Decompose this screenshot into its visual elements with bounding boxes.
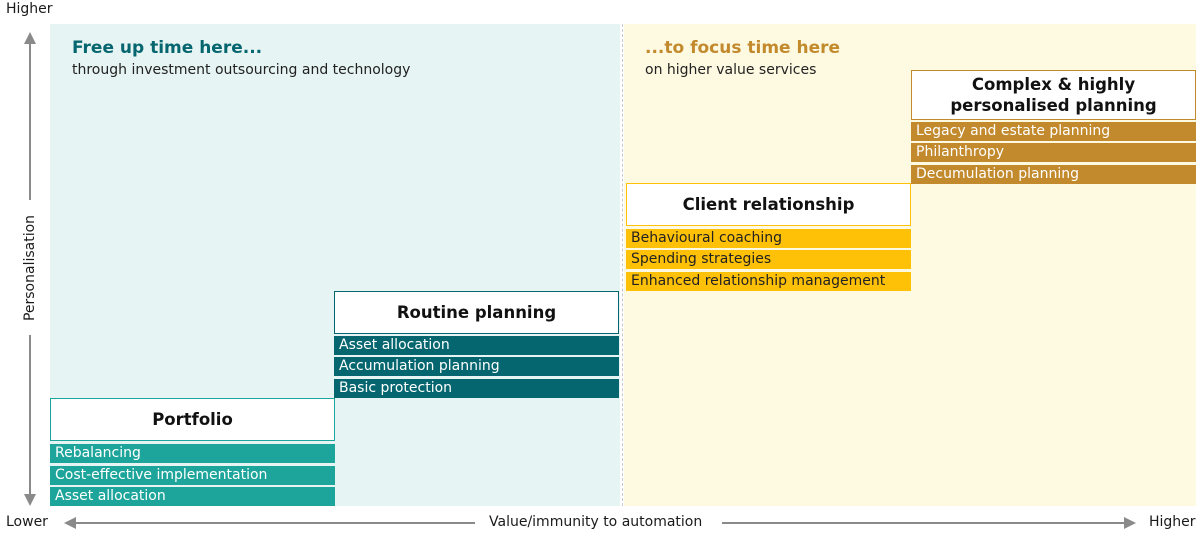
client-relationship-item: Enhanced relationship management	[626, 272, 911, 291]
panel-divider	[622, 24, 623, 506]
complex-planning-title-line1: Complex & highly	[971, 75, 1136, 94]
y-axis-label: Personalisation	[22, 214, 38, 322]
routine-planning-item: Basic protection	[334, 379, 619, 398]
routine-planning-item: Asset allocation	[334, 336, 619, 355]
routine-planning-title: Routine planning	[396, 303, 557, 322]
left-panel-subheading: through investment outsourcing and techn…	[72, 62, 411, 78]
routine-planning-header: Routine planning	[334, 291, 619, 334]
x-axis-left-label: Lower	[6, 514, 48, 530]
y-axis-arrow	[24, 32, 36, 506]
portfolio-item: Asset allocation	[50, 487, 335, 506]
portfolio-item: Rebalancing	[50, 444, 335, 463]
client-relationship-item: Spending strategies	[626, 250, 911, 269]
complex-planning-header: Complex & highly personalised planning	[911, 70, 1196, 120]
client-relationship-title: Client relationship	[682, 195, 855, 214]
portfolio-header: Portfolio	[50, 398, 335, 441]
left-panel-heading: Free up time here...	[72, 38, 263, 58]
complex-planning-item: Legacy and estate planning	[911, 122, 1196, 141]
portfolio-item: Cost-effective implementation	[50, 466, 335, 485]
complex-planning-title-line2: personalised planning	[950, 96, 1157, 115]
complex-planning-item: Decumulation planning	[911, 165, 1196, 184]
complex-planning-item: Philanthropy	[911, 143, 1196, 162]
y-axis-top-label: Higher	[6, 1, 53, 17]
x-axis-right-label: Higher	[1149, 514, 1196, 530]
x-axis-label: Value/immunity to automation	[489, 514, 703, 530]
portfolio-title: Portfolio	[152, 410, 233, 429]
client-relationship-item: Behavioural coaching	[626, 229, 911, 248]
x-axis-arrow	[64, 517, 1136, 529]
right-panel-subheading: on higher value services	[645, 62, 817, 78]
routine-planning-item: Accumulation planning	[334, 357, 619, 376]
right-panel-heading: ...to focus time here	[645, 38, 841, 58]
client-relationship-header: Client relationship	[626, 183, 911, 226]
